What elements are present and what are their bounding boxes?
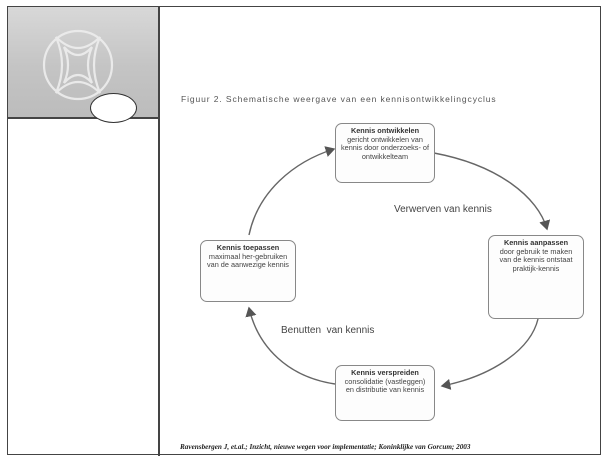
arrow-bottom-to-left bbox=[245, 306, 336, 385]
arrow-top-to-right bbox=[433, 152, 551, 231]
node-description: maximaal her-gebruiken van de aanwezige … bbox=[207, 251, 289, 270]
node-title: Kennis ontwikkelen bbox=[350, 126, 420, 135]
node-kennis-aanpassen: Kennis aanpassen door gebruik te maken v… bbox=[488, 235, 584, 319]
node-kennis-toepassen: Kennis toepassen maximaal her-gebruiken … bbox=[200, 240, 296, 302]
sidebar-divider bbox=[8, 117, 158, 119]
logo-area bbox=[8, 7, 158, 117]
cycle-arrows bbox=[245, 146, 551, 390]
citation: Ravensbergen J, et.al.; Inzicht, nieuwe … bbox=[180, 443, 471, 451]
logo-icon bbox=[42, 29, 114, 101]
logo-oval bbox=[90, 93, 137, 123]
figure-title: Figuur 2. Schematische weergave van een … bbox=[181, 94, 497, 104]
node-description: door gebruik te maken van de kennis onts… bbox=[499, 246, 573, 273]
label-verwerven: Verwerven van kennis bbox=[394, 204, 492, 215]
node-title: Kennis toepassen bbox=[216, 243, 280, 252]
slide: Figuur 2. Schematische weergave van een … bbox=[7, 6, 601, 456]
node-description: consolidatie (vastleggen) en distributie… bbox=[344, 376, 426, 395]
arrow-left-to-top bbox=[248, 146, 336, 236]
label-benutten: Benutten van kennis bbox=[281, 325, 375, 336]
node-kennis-verspreiden: Kennis verspreiden consolidatie (vastleg… bbox=[335, 365, 435, 421]
node-title: Kennis verspreiden bbox=[351, 368, 419, 377]
node-kennis-ontwikkelen: Kennis ontwikkelen gericht ontwikkelen v… bbox=[335, 123, 435, 183]
node-description: gericht ontwikkelen van kennis door onde… bbox=[340, 134, 430, 161]
node-title: Kennis aanpassen bbox=[503, 238, 569, 247]
arrow-right-to-bottom bbox=[440, 318, 539, 390]
sidebar-border bbox=[158, 7, 160, 456]
